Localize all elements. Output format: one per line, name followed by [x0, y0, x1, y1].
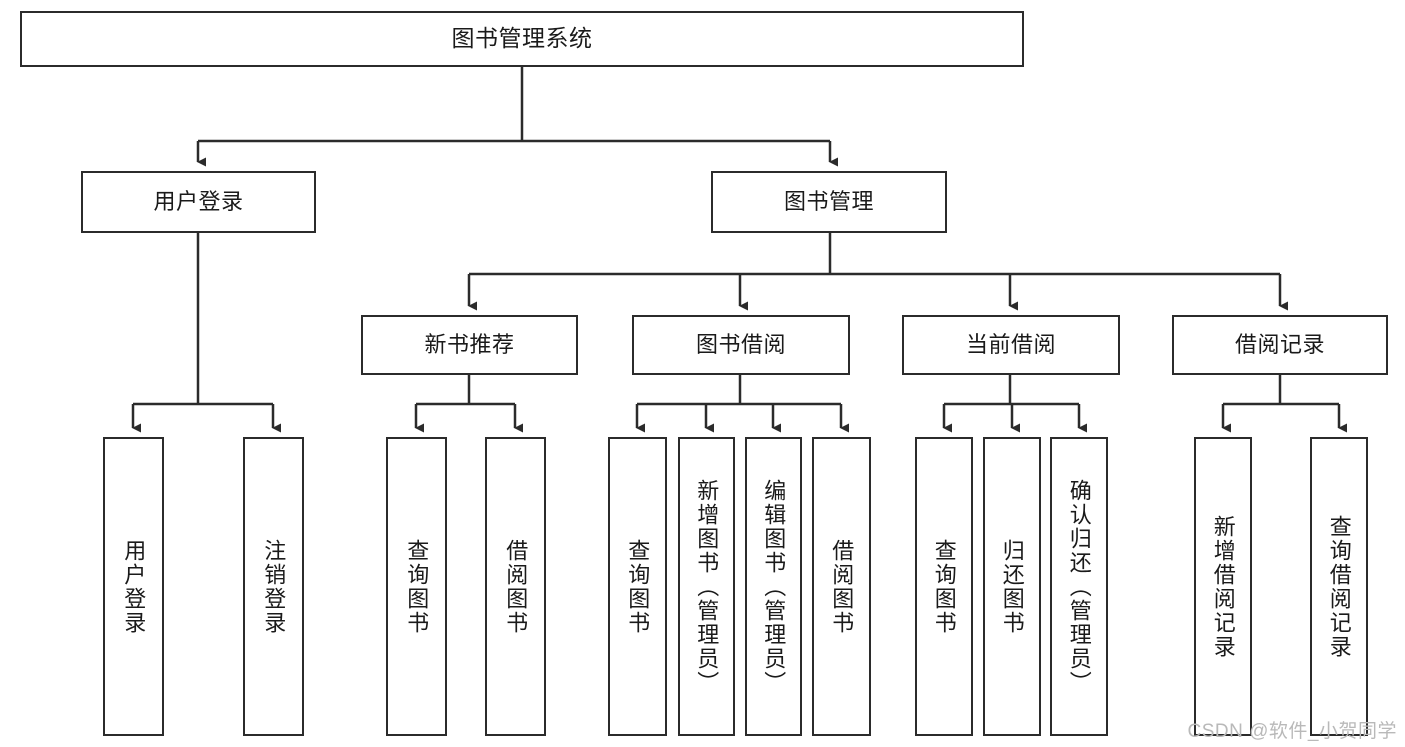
- node-book-borrow[interactable]: 图书借阅: [632, 315, 850, 375]
- node-leaf-user-login-label: 用户登录: [121, 538, 147, 635]
- node-leaf-query-book-bb-label: 查询图书: [625, 538, 651, 635]
- node-borrow-record[interactable]: 借阅记录: [1172, 315, 1388, 375]
- node-leaf-borrow-book-rec-label: 借阅图书: [503, 538, 529, 635]
- watermark-text: CSDN @软件_小贺同学: [1187, 721, 1397, 742]
- node-new-book-rec-label: 新书推荐: [424, 331, 515, 357]
- node-book-manage[interactable]: 图书管理: [711, 171, 947, 233]
- node-leaf-query-book-bb[interactable]: 查询图书: [608, 437, 667, 736]
- node-leaf-query-book-cb-label: 查询图书: [931, 538, 957, 635]
- node-leaf-query-book-cb[interactable]: 查询图书: [915, 437, 973, 736]
- node-leaf-query-book-rec-label: 查询图书: [404, 538, 430, 635]
- node-current-borrow[interactable]: 当前借阅: [902, 315, 1120, 375]
- node-leaf-confirm-return[interactable]: 确认归还（管理员）: [1050, 437, 1108, 736]
- node-leaf-edit-book-label: 编辑图书（管理员）: [761, 478, 787, 695]
- node-leaf-borrow-book-bb[interactable]: 借阅图书: [812, 437, 871, 736]
- node-leaf-edit-book[interactable]: 编辑图书（管理员）: [745, 437, 802, 736]
- node-leaf-borrow-book-rec[interactable]: 借阅图书: [485, 437, 546, 736]
- node-leaf-add-record-label: 新增借阅记录: [1210, 514, 1236, 659]
- node-leaf-add-book[interactable]: 新增图书（管理员）: [678, 437, 735, 736]
- node-leaf-query-record-label: 查询借阅记录: [1326, 514, 1352, 659]
- node-root-label: 图书管理系统: [451, 25, 593, 52]
- node-book-borrow-label: 图书借阅: [695, 331, 786, 357]
- node-leaf-user-login[interactable]: 用户登录: [103, 437, 164, 736]
- node-leaf-confirm-return-label: 确认归还（管理员）: [1066, 478, 1092, 695]
- node-book-manage-label: 图书管理: [783, 188, 874, 214]
- node-current-borrow-label: 当前借阅: [965, 331, 1056, 357]
- node-leaf-user-logout-label: 注销登录: [261, 538, 287, 635]
- node-root[interactable]: 图书管理系统: [20, 11, 1024, 67]
- node-leaf-query-record[interactable]: 查询借阅记录: [1310, 437, 1368, 736]
- node-leaf-user-logout[interactable]: 注销登录: [243, 437, 304, 736]
- node-leaf-add-book-label: 新增图书（管理员）: [694, 478, 720, 695]
- node-leaf-return-book[interactable]: 归还图书: [983, 437, 1041, 736]
- node-borrow-record-label: 借阅记录: [1234, 331, 1325, 357]
- node-leaf-return-book-label: 归还图书: [999, 538, 1025, 635]
- node-leaf-add-record[interactable]: 新增借阅记录: [1194, 437, 1252, 736]
- node-leaf-borrow-book-bb-label: 借阅图书: [829, 538, 855, 635]
- node-user-login[interactable]: 用户登录: [81, 171, 316, 233]
- node-user-login-label: 用户登录: [153, 188, 244, 214]
- node-leaf-query-book-rec[interactable]: 查询图书: [386, 437, 447, 736]
- node-new-book-rec[interactable]: 新书推荐: [361, 315, 578, 375]
